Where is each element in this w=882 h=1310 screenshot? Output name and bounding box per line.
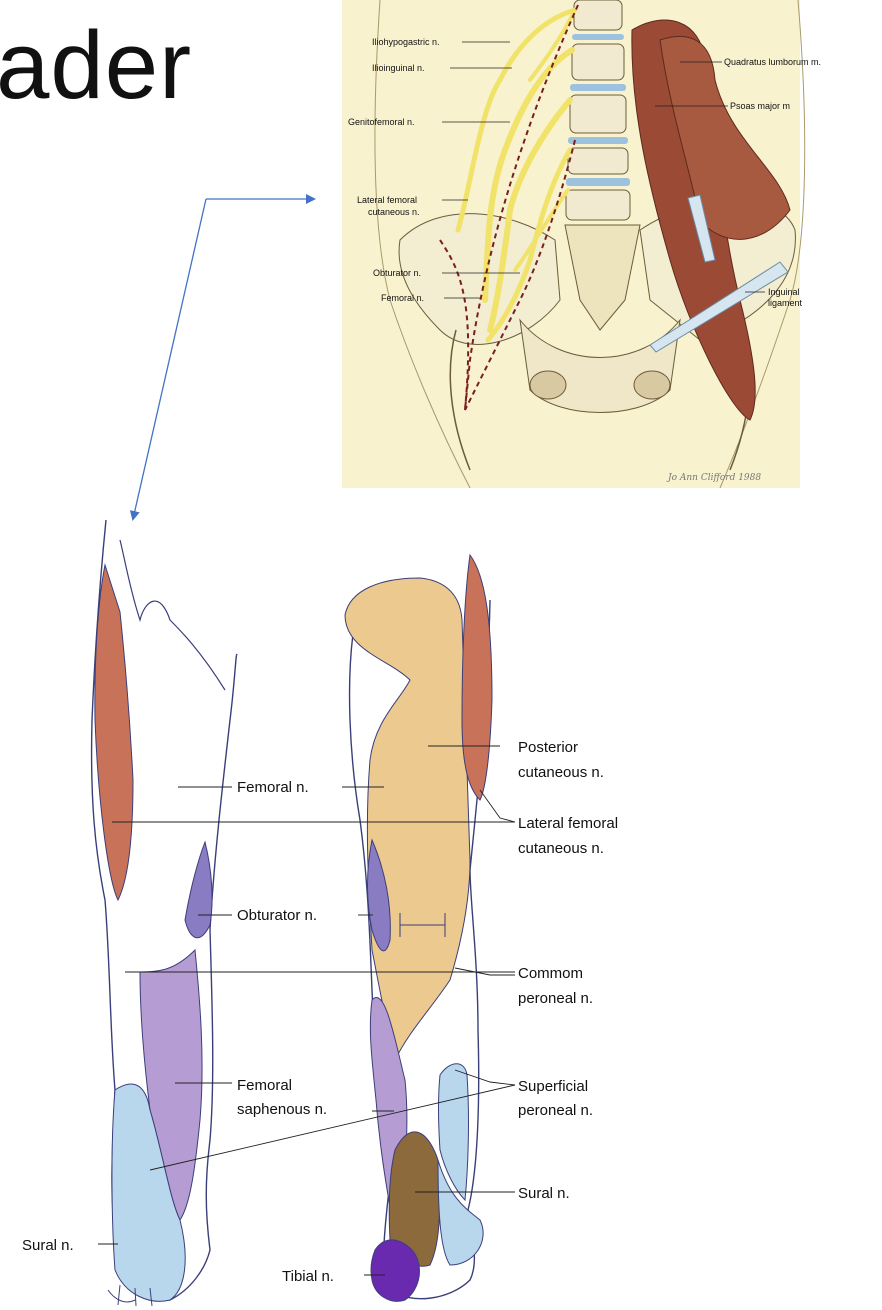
label-lateral-femoral-1: Lateral femoral [518, 815, 618, 832]
label-common-peroneal-2: peroneal n. [518, 990, 593, 1007]
label-tibial-n: Tibial n. [282, 1268, 334, 1285]
label-common-peroneal-1: Commom [518, 965, 583, 982]
label-sural-right: Sural n. [518, 1185, 570, 1202]
label-iliohypogastric: Iliohypogastric n. [372, 37, 440, 47]
label-lateral-femoral-top-2: cutaneous n. [368, 207, 420, 217]
anterior-leg [92, 520, 237, 1306]
label-lateral-femoral-top-1: Lateral femoral [357, 195, 417, 205]
label-posterior-cutaneous-1: Posterior [518, 739, 578, 756]
label-femoral-top: Femoral n. [381, 293, 424, 303]
label-femoral-n: Femoral n. [237, 779, 309, 796]
label-femoral-saphenous-2: saphenous n. [237, 1101, 327, 1118]
leg-dermatome-figure: Femoral n. Posterior cutaneous n. Latera… [22, 520, 618, 1306]
label-psoas-major: Psoas major m [730, 101, 790, 111]
connector-arrows [133, 199, 314, 519]
top-anatomy-figure: Iliohypogastric n. Ilioinguinal n. Genit… [342, 0, 821, 488]
label-quadratus-lumborum: Quadratus lumborum m. [724, 57, 821, 67]
posterior-lateral-femoral-zone [462, 555, 492, 800]
artist-signature: Jo Ann Clifford 1988 [666, 473, 761, 483]
right-obturator-foramen [634, 371, 670, 399]
posterior-leg [345, 555, 492, 1301]
label-sural-left: Sural n. [22, 1237, 74, 1254]
label-lateral-femoral-2: cutaneous n. [518, 840, 604, 857]
label-obturator-top: Obturator n. [373, 268, 421, 278]
label-superficial-peroneal-2: peroneal n. [518, 1102, 593, 1119]
left-obturator-foramen [530, 371, 566, 399]
label-femoral-saphenous-1: Femoral [237, 1077, 292, 1094]
arrow-to-leg-figure [133, 199, 206, 519]
label-inguinal-1: Inguinal [768, 287, 800, 297]
label-inguinal-2: ligament [768, 298, 803, 308]
label-obturator-n: Obturator n. [237, 907, 317, 924]
label-ilioinguinal: Ilioinguinal n. [372, 63, 425, 73]
label-posterior-cutaneous-2: cutaneous n. [518, 764, 604, 781]
label-superficial-peroneal-1: Superficial [518, 1078, 588, 1095]
label-genitofemoral: Genitofemoral n. [348, 117, 415, 127]
